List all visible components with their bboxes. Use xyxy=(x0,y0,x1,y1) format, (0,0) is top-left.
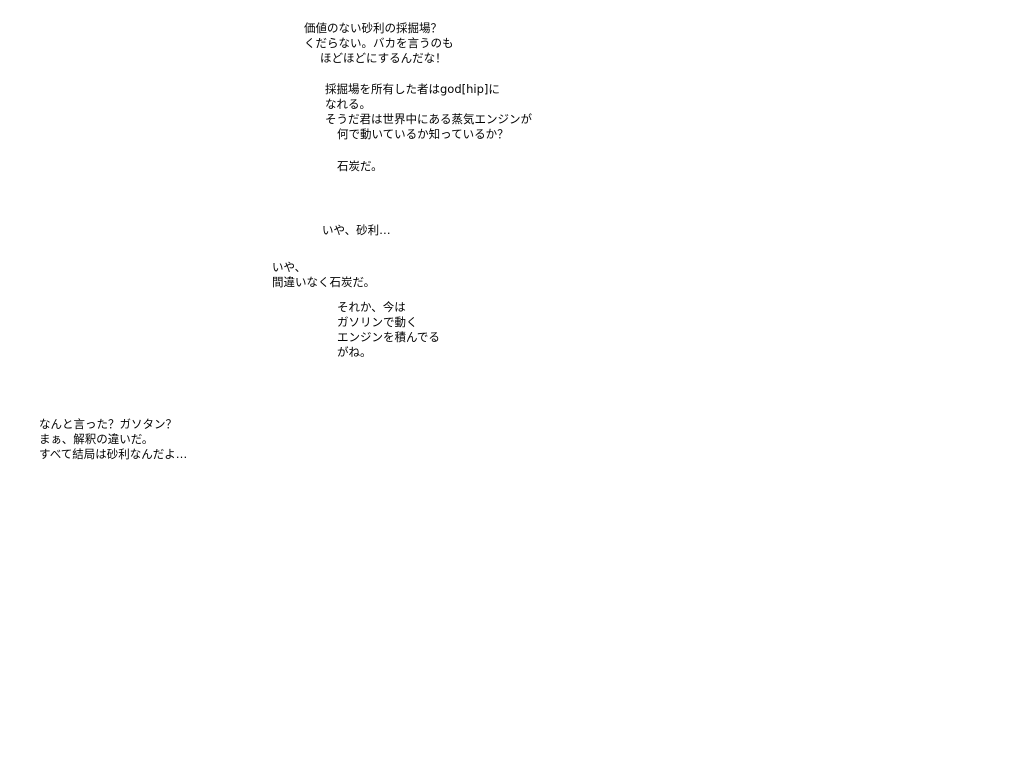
dialogue-line: すべて結局は砂利なんだよ… xyxy=(39,447,188,461)
dialogue-line: 価値のない砂利の採掘場？ xyxy=(304,21,442,35)
dialogue-block-5: いや、 間違いなく石炭だ。 xyxy=(272,260,375,290)
dialogue-block-1: 価値のない砂利の採掘場？ くだらない。バカを言うのも ほどほどにするんだな！ xyxy=(304,21,454,66)
dialogue-line: そうだ君は世界中にある蒸気エンジンが xyxy=(325,112,532,126)
dialogue-block-4: いや、砂利… xyxy=(322,223,391,238)
dialogue-line: なれる。 xyxy=(325,97,371,111)
dialogue-block-2: 採掘場を所有した者はgod[hip]に なれる。 そうだ君は世界中にある蒸気エン… xyxy=(325,82,532,142)
dialogue-line: ガソリンで動く xyxy=(337,315,418,329)
dialogue-line: 採掘場を所有した者はgod[hip]に xyxy=(325,82,500,96)
dialogue-line: 石炭だ。 xyxy=(337,159,383,173)
dialogue-line: くだらない。バカを言うのも xyxy=(304,36,454,50)
dialogue-line: いや、砂利… xyxy=(322,223,391,237)
dialogue-line: それか、今は xyxy=(337,300,406,314)
dialogue-line: いや、 xyxy=(272,260,307,274)
dialogue-line: なんと言った？ガソタン？ xyxy=(39,417,177,431)
dialogue-line: 何で動いているか知っているか？ xyxy=(337,127,509,141)
dialogue-block-3: 石炭だ。 xyxy=(337,159,383,174)
dialogue-line: ほどほどにするんだな！ xyxy=(320,51,447,65)
dialogue-block-7: なんと言った？ガソタン？ まぁ、解釈の違いだ。 すべて結局は砂利なんだよ… xyxy=(39,417,187,462)
dialogue-line: まぁ、解釈の違いだ。 xyxy=(39,432,154,446)
dialogue-block-6: それか、今は ガソリンで動く エンジンを積んでる がね。 xyxy=(337,300,440,360)
dialogue-line: 間違いなく石炭だ。 xyxy=(272,275,376,289)
dialogue-line: がね。 xyxy=(337,345,372,359)
dialogue-line: エンジンを積んでる xyxy=(337,330,440,344)
